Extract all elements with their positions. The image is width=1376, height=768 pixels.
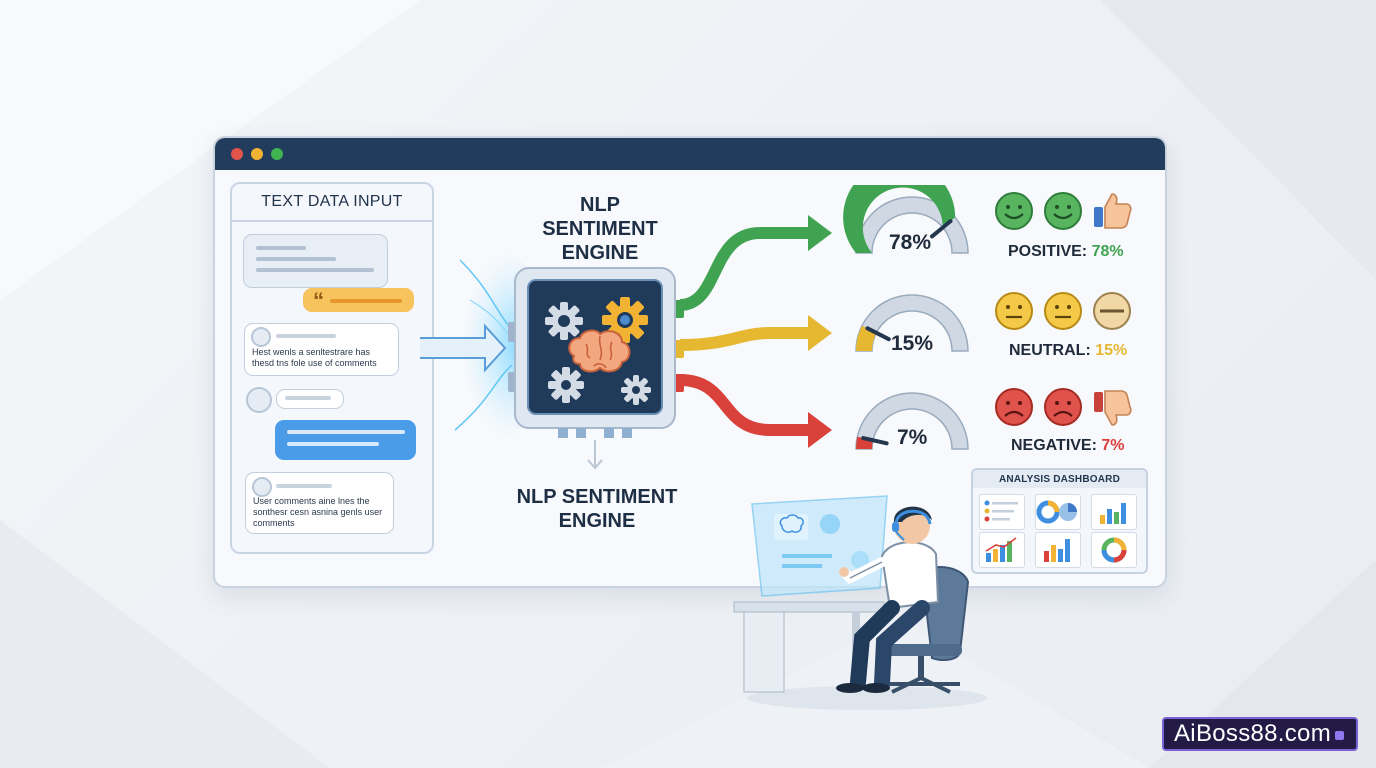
neutral-label: NEUTRAL: 15% bbox=[1009, 342, 1127, 360]
positive-flow-arrow bbox=[680, 227, 816, 311]
neutral-face-icon bbox=[995, 292, 1033, 330]
negative-flow-arrow bbox=[680, 374, 816, 436]
input-to-engine-arrow bbox=[420, 250, 530, 440]
sad-face-icon bbox=[995, 388, 1033, 426]
text-line bbox=[330, 299, 402, 303]
positive-gauge bbox=[843, 185, 969, 254]
neutral-gauge-track bbox=[855, 294, 969, 352]
gear-icon bbox=[548, 367, 584, 403]
text-line bbox=[276, 334, 336, 338]
bar-chart-widget bbox=[1091, 494, 1137, 530]
neutral-gauge-value: 15% bbox=[891, 332, 934, 355]
donut-chart-widget bbox=[1091, 532, 1137, 568]
text-line bbox=[287, 430, 405, 434]
positive-label-prefix: POSITIVE: bbox=[1008, 243, 1088, 260]
negative-label-prefix: NEGATIVE: bbox=[1011, 437, 1097, 454]
brand-text: AiBoss88.com bbox=[1174, 720, 1331, 747]
gear-icon bbox=[621, 375, 651, 405]
list-widget bbox=[979, 494, 1025, 530]
brain-icon bbox=[779, 514, 804, 533]
thumbs-up-icon bbox=[1094, 193, 1132, 229]
avatar bbox=[246, 387, 272, 413]
text-line bbox=[276, 484, 332, 488]
negative-icons bbox=[995, 388, 1132, 426]
neutral-gauge bbox=[855, 294, 969, 352]
neutral-gauge-needle bbox=[865, 326, 891, 342]
brain-icon bbox=[568, 329, 631, 373]
window-titlebar bbox=[215, 138, 1165, 170]
neutral-label-prefix: NEUTRAL: bbox=[1009, 342, 1091, 359]
sentiment-gauges bbox=[843, 185, 969, 450]
negative-gauge bbox=[855, 392, 969, 450]
text-line bbox=[287, 442, 379, 446]
chat-bubble bbox=[243, 234, 388, 288]
dashboard-title: ANALYSIS DASHBOARD bbox=[973, 470, 1146, 488]
negative-gauge-needle bbox=[861, 436, 889, 446]
maximize-window-dot[interactable] bbox=[271, 148, 283, 160]
engine-title-bottom: NLP SENTIMENT ENGINE bbox=[516, 486, 678, 532]
positive-label: POSITIVE: 78% bbox=[1008, 243, 1124, 261]
positive-gauge-value: 78% bbox=[889, 231, 932, 254]
flow-arrows bbox=[680, 215, 832, 448]
negative-gauge-value: 7% bbox=[897, 426, 928, 449]
avatar bbox=[251, 327, 271, 347]
bar-chart-widget bbox=[979, 532, 1025, 568]
minimize-window-dot[interactable] bbox=[251, 148, 263, 160]
neutral-icons bbox=[995, 292, 1131, 330]
positive-gauge-needle bbox=[930, 219, 953, 239]
brand-square-icon bbox=[1335, 731, 1344, 740]
engine-title-top: NLP SENTIMENT ENGINE bbox=[542, 194, 658, 264]
analysis-dashboard: ANALYSIS DASHBOARD bbox=[971, 468, 1148, 574]
comment-text: Hest wenls a senltestrare has thesd tns … bbox=[252, 347, 377, 368]
smiley-icon bbox=[1044, 192, 1082, 230]
text-line bbox=[256, 257, 336, 261]
negative-gauge-track bbox=[855, 392, 969, 450]
minus-icon bbox=[1093, 292, 1131, 330]
neutral-flow-arrow bbox=[680, 327, 816, 351]
positive-gauge-fill bbox=[843, 185, 956, 253]
brand-badge[interactable]: AiBoss88.com bbox=[1162, 717, 1358, 751]
text-line bbox=[256, 268, 374, 272]
negative-label-value: 7% bbox=[1101, 437, 1125, 454]
neutral-label-value: 15% bbox=[1095, 342, 1128, 359]
close-window-dot[interactable] bbox=[231, 148, 243, 160]
avatar bbox=[252, 477, 272, 497]
smiley-icon bbox=[995, 192, 1033, 230]
negative-label: NEGATIVE: 7% bbox=[1011, 437, 1125, 455]
quote-icon: “ bbox=[313, 288, 324, 313]
donut-chart-widget bbox=[1035, 494, 1081, 530]
gear-icon bbox=[545, 302, 583, 340]
positive-icons bbox=[995, 192, 1132, 230]
text-line bbox=[256, 246, 306, 250]
comment-text: User comments aine lnes the sonthesr ces… bbox=[253, 496, 383, 528]
gear-icon bbox=[602, 297, 648, 343]
analyst-illustration bbox=[733, 495, 987, 710]
text-line bbox=[285, 396, 331, 400]
thumbs-down-icon bbox=[1094, 390, 1132, 426]
input-panel-title: TEXT DATA INPUT bbox=[232, 184, 432, 222]
neutral-face-icon bbox=[1044, 292, 1082, 330]
sad-face-icon bbox=[1044, 388, 1082, 426]
bar-chart-widget bbox=[1035, 532, 1081, 568]
positive-label-value: 78% bbox=[1091, 243, 1124, 260]
chat-bubble bbox=[275, 420, 416, 460]
